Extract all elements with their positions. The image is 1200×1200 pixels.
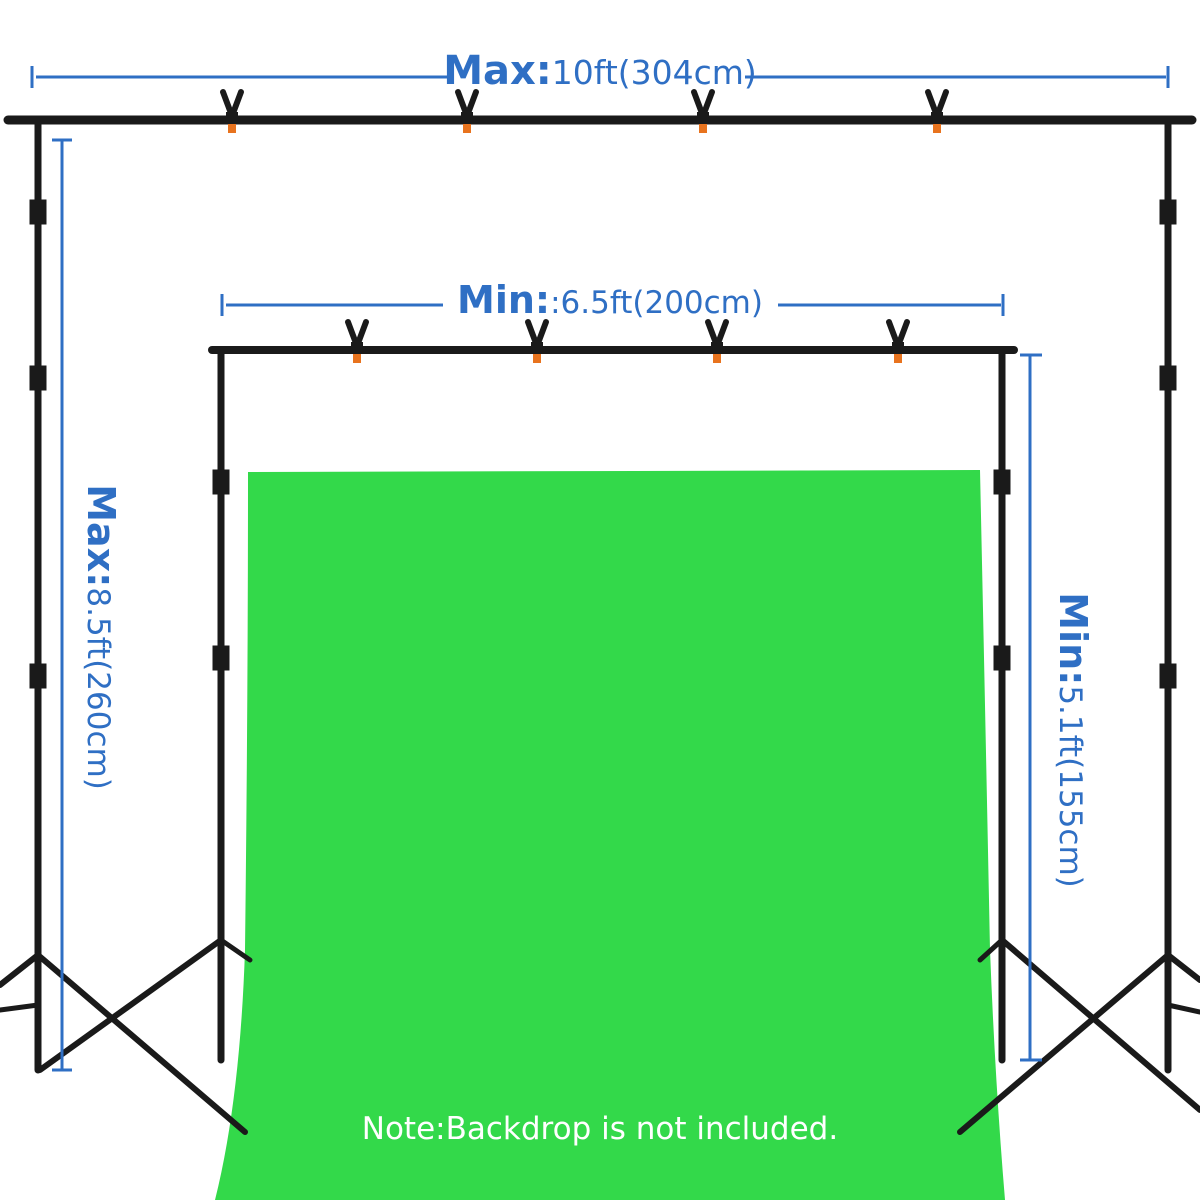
min-height-dimension xyxy=(1020,353,1042,1062)
min-width-label: Min::6.5ft(200cm) xyxy=(457,278,763,322)
min-height-label: Min:5.1ft(155cm) xyxy=(1051,592,1095,888)
max-width-dimension xyxy=(30,66,1170,88)
clamp-icon xyxy=(886,319,910,363)
spring-clamps xyxy=(220,89,949,363)
max-height-dimension xyxy=(52,138,72,1072)
clamp-icon xyxy=(220,89,244,133)
clamp-icon xyxy=(525,319,549,363)
backdrop-note: Note:Backdrop is not included. xyxy=(362,1111,838,1147)
clamp-icon xyxy=(345,319,369,363)
green-backdrop xyxy=(215,470,1005,1200)
clamp-icon xyxy=(925,89,949,133)
max-height-label: Max:8.5ft(260cm) xyxy=(79,484,123,790)
clamp-icon xyxy=(691,89,715,133)
clamp-icon xyxy=(455,89,479,133)
small-stand xyxy=(37,346,1200,1113)
large-stand xyxy=(0,115,1200,1135)
min-width-dimension xyxy=(220,294,1005,316)
clamp-icon xyxy=(705,319,729,363)
max-width-label: Max:10ft(304cm) xyxy=(443,48,757,94)
